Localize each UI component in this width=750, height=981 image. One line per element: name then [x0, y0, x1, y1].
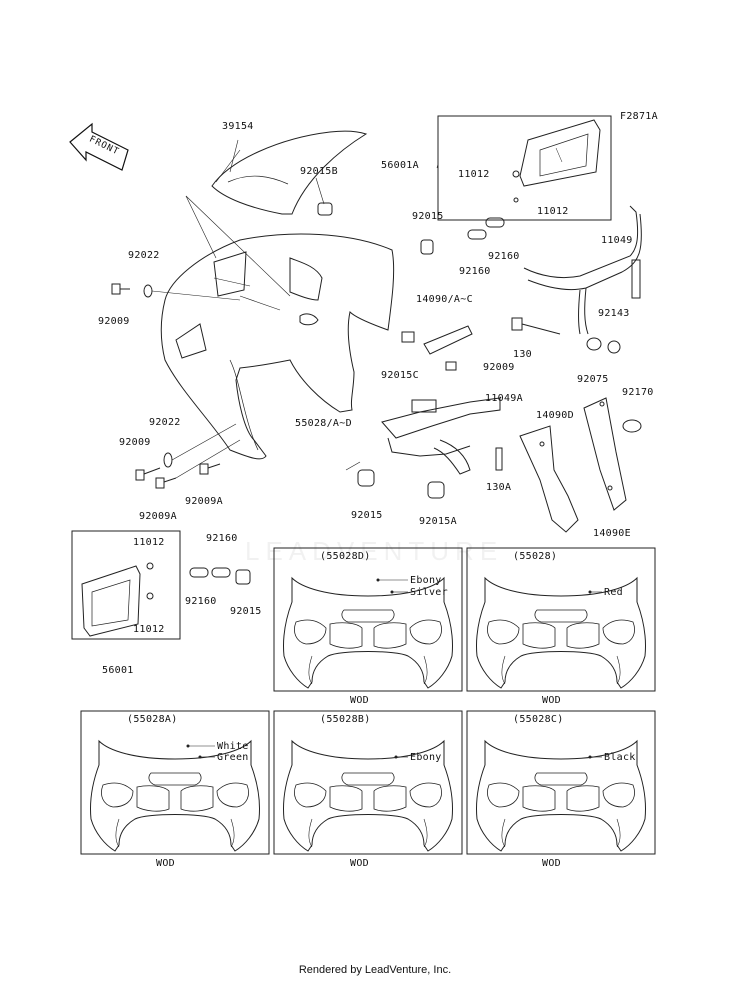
watermark-text: LEADVENTURE — [245, 536, 504, 566]
variant-color-silver-d: Silver — [410, 587, 448, 598]
variant-box-55028c — [466, 710, 656, 855]
callout-92170: 92170 — [622, 387, 654, 398]
callout-130a: 130A — [486, 482, 512, 493]
variant-wod-55028: WOD — [542, 695, 561, 706]
callout-11012-d: 11012 — [133, 624, 165, 635]
variant-color-black: Black — [604, 752, 636, 763]
variant-box-55028 — [466, 547, 656, 692]
callout-56001a: 56001A — [381, 160, 419, 171]
mirror-56001a-part — [512, 119, 601, 203]
callout-92160-a: 92160 — [488, 251, 520, 262]
grommet-92015-top — [420, 239, 434, 255]
callout-92022-b: 92022 — [149, 417, 181, 428]
mirror-56001-box — [71, 530, 181, 640]
callout-92009-a: 92009 — [98, 316, 130, 327]
damper-92160-c — [189, 567, 209, 578]
callout-92160-b: 92160 — [459, 266, 491, 277]
callout-92009-c: 92009 — [119, 437, 151, 448]
inner-panel-14090d — [519, 425, 579, 533]
variant-box-55028b — [273, 710, 463, 855]
callout-11049a: 11049A — [485, 393, 523, 404]
grommet-92143 — [607, 340, 621, 354]
bolt-130 — [511, 317, 561, 335]
callout-92009a-a: 92009A — [185, 496, 223, 507]
callout-92022-a: 92022 — [128, 250, 160, 261]
variant-color-ebony-d: Ebony — [410, 575, 442, 586]
callout-92160-d: 92160 — [185, 596, 217, 607]
variant-color-red: Red — [604, 587, 623, 598]
callout-92015a: 92015A — [419, 516, 457, 527]
bracket-14090ac — [401, 325, 473, 355]
callout-92009-b: 92009 — [483, 362, 515, 373]
callout-56001: 56001 — [102, 665, 134, 676]
callout-11012-c: 11012 — [133, 537, 165, 548]
damper-92160-a — [467, 229, 487, 240]
callout-92015-mid: 92015 — [351, 510, 383, 521]
callout-11012-a: 11012 — [458, 169, 490, 180]
damper-92160-b — [485, 217, 505, 228]
variant-color-green: Green — [217, 752, 249, 763]
variant-box-55028a — [80, 710, 270, 855]
variant-code-55028b: (55028B) — [320, 714, 371, 725]
variant-color-white: White — [217, 741, 249, 752]
upper-cowl-part — [160, 233, 395, 460]
screw-92009a-right — [199, 463, 221, 475]
screw-92009-upper — [111, 283, 130, 295]
screw-92009-mid — [445, 361, 457, 371]
cap-92170 — [622, 419, 642, 433]
inner-panel-14090e — [583, 397, 627, 511]
variant-box-55028d — [273, 547, 463, 692]
nut-92075 — [586, 337, 602, 351]
grommet-92015-mid — [357, 469, 375, 487]
grommet-92015-low — [235, 569, 251, 585]
callout-14090d: 14090D — [536, 410, 574, 421]
callout-11012-b: 11012 — [537, 206, 569, 217]
variant-wod-55028a: WOD — [156, 858, 175, 869]
variant-code-55028: (55028) — [513, 551, 558, 562]
damper-92160-d — [211, 567, 231, 578]
callout-55028ad: 55028/A~D — [295, 418, 352, 429]
variant-wod-55028b: WOD — [350, 858, 369, 869]
washer-92022-upper — [143, 284, 153, 298]
callout-92015c: 92015C — [381, 370, 419, 381]
callout-92015-top: 92015 — [412, 211, 444, 222]
callout-92009a-b: 92009A — [139, 511, 177, 522]
callout-92160-c: 92160 — [206, 533, 238, 544]
windscreen-part — [211, 130, 368, 215]
callout-92015-low: 92015 — [230, 606, 262, 617]
front-arrow-icon — [69, 122, 129, 171]
callout-11049: 11049 — [601, 235, 633, 246]
callout-92143: 92143 — [598, 308, 630, 319]
variant-code-55028d: (55028D) — [320, 551, 371, 562]
washer-92022-lower — [163, 452, 173, 468]
screw-92009-lower — [135, 467, 161, 481]
variant-wod-55028d: WOD — [350, 695, 369, 706]
mirror-56001-part — [81, 562, 154, 637]
variant-color-ebony-b: Ebony — [410, 752, 442, 763]
callout-14090e: 14090E — [593, 528, 631, 539]
callout-130: 130 — [513, 349, 532, 360]
callout-39154: 39154 — [222, 121, 254, 132]
callout-14090ac: 14090/A~C — [416, 294, 473, 305]
grommet-92015b — [317, 202, 333, 216]
variant-code-55028a: (55028A) — [127, 714, 178, 725]
figure-code: F2871A — [620, 111, 658, 122]
callout-92015b: 92015B — [300, 166, 338, 177]
grommet-92015a — [427, 481, 445, 499]
stay-11049-part — [523, 205, 642, 335]
mirror-56001a-box — [437, 115, 612, 221]
variant-code-55028c: (55028C) — [513, 714, 564, 725]
callout-92075: 92075 — [577, 374, 609, 385]
footer-credit: Rendered by LeadVenture, Inc. — [298, 964, 452, 976]
bracket-11049a — [381, 397, 503, 475]
screw-92009a-left — [155, 477, 177, 489]
variant-wod-55028c: WOD — [542, 858, 561, 869]
